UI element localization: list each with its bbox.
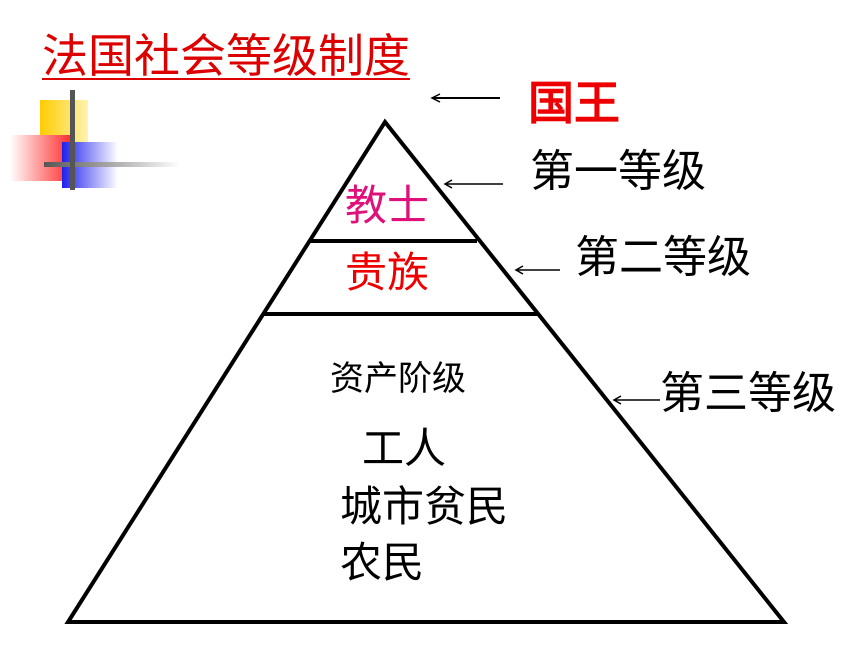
king-arrow — [430, 93, 500, 103]
second-estate-label: 第二等级 — [575, 232, 751, 283]
clergy-label: 教士 — [345, 181, 430, 230]
first-estate-label: 第一等级 — [530, 146, 706, 197]
pyramid-outline — [64, 118, 789, 624]
workers-label: 工人 — [362, 424, 447, 473]
bourgeoisie-label: 资产阶级 — [330, 359, 466, 399]
corner-decoration — [0, 90, 180, 200]
nobility-label: 贵族 — [345, 248, 430, 297]
peasants-label: 农民 — [340, 538, 425, 587]
page-title: 法国社会等级制度 — [42, 29, 410, 83]
urban-poor-label: 城市贫民 — [340, 482, 509, 531]
rank3-arrow — [612, 395, 660, 405]
rank2-arrow — [514, 265, 560, 275]
king-label: 国王 — [528, 76, 620, 130]
third-estate-label: 第三等级 — [660, 368, 836, 419]
corner-decoration-graphic — [10, 90, 180, 190]
rank1-arrow — [443, 179, 503, 189]
